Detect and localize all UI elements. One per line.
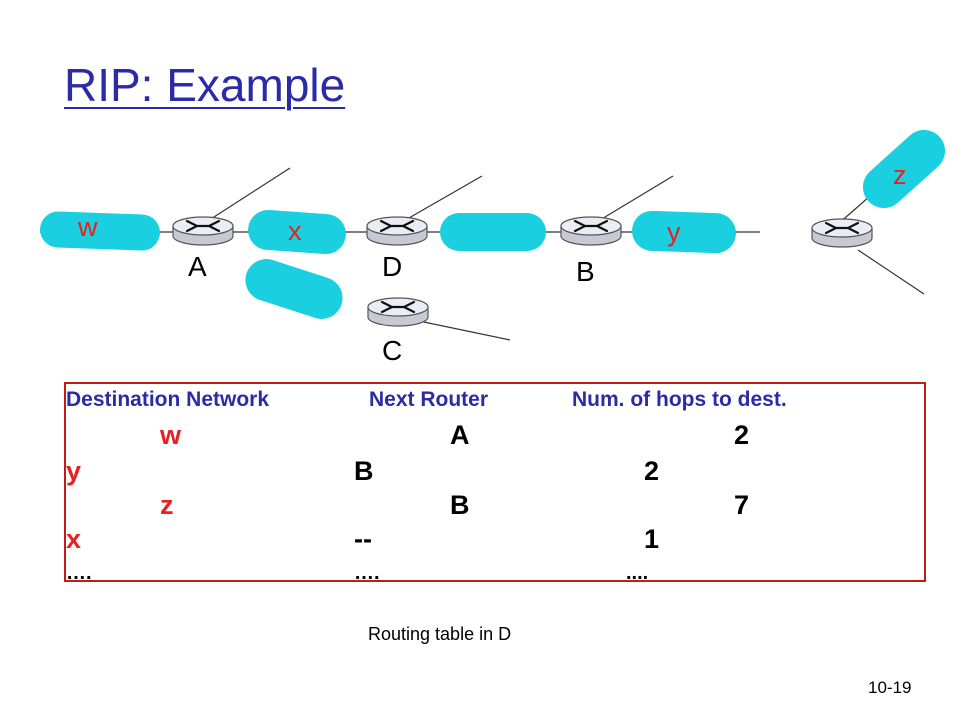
network-links [40,167,925,341]
router-b-label: B [576,256,595,287]
table-row-3-destination: z [160,490,174,520]
slide-number: 10-19 [868,678,912,697]
network-w-blob [40,211,160,251]
router-right-icon [810,217,874,249]
table-row-2-hops: 2 [644,456,660,486]
network-z-blob [862,129,946,209]
network-y-label: y [667,217,681,247]
table-row-5-hops: .... [626,562,649,584]
table-row-5-destination: …. [66,562,92,584]
header-next-router: Next Router [369,388,489,411]
table-row-1-destination: w [160,420,182,450]
table-row-2-next-router: B [354,456,374,486]
table-row-1-next-router: A [450,420,470,450]
router-a-icon [171,215,235,247]
table-row-4-next-router: -- [354,524,372,554]
network-middle-blob [440,213,546,251]
network-x-blob [248,209,346,255]
table-row-3-hops: 7 [734,490,750,520]
network-blobs [40,129,946,319]
routing-table: Destination Network Next Router Num. of … [64,382,926,584]
table-row-3-next-router: B [450,490,470,520]
router-c-icon [366,296,430,328]
router-c-label: C [382,335,402,366]
table-row-2-destination: y [66,456,82,486]
router-a-label: A [188,251,207,282]
network-z-label: z [893,160,907,190]
table-row-1-hops: 2 [734,420,750,450]
header-destination-network: Destination Network [66,388,270,411]
header-num-hops: Num. of hops to dest. [572,388,787,411]
router-d-label: D [382,251,402,282]
slide-title: RIP: Example [64,59,346,111]
table-row-4-destination: x [66,524,82,554]
network-diagram: w x y z A D B C [40,129,946,366]
router-d-icon [365,215,429,247]
network-y-blob [632,210,736,254]
table-row-4-hops: 1 [644,524,660,554]
network-x-label: x [288,216,302,246]
router-b-icon [559,215,623,247]
network-c-blob [245,259,343,319]
network-w-label: w [77,212,98,242]
table-row-5-next-router: …. [354,562,380,584]
table-caption: Routing table in D [368,624,512,644]
